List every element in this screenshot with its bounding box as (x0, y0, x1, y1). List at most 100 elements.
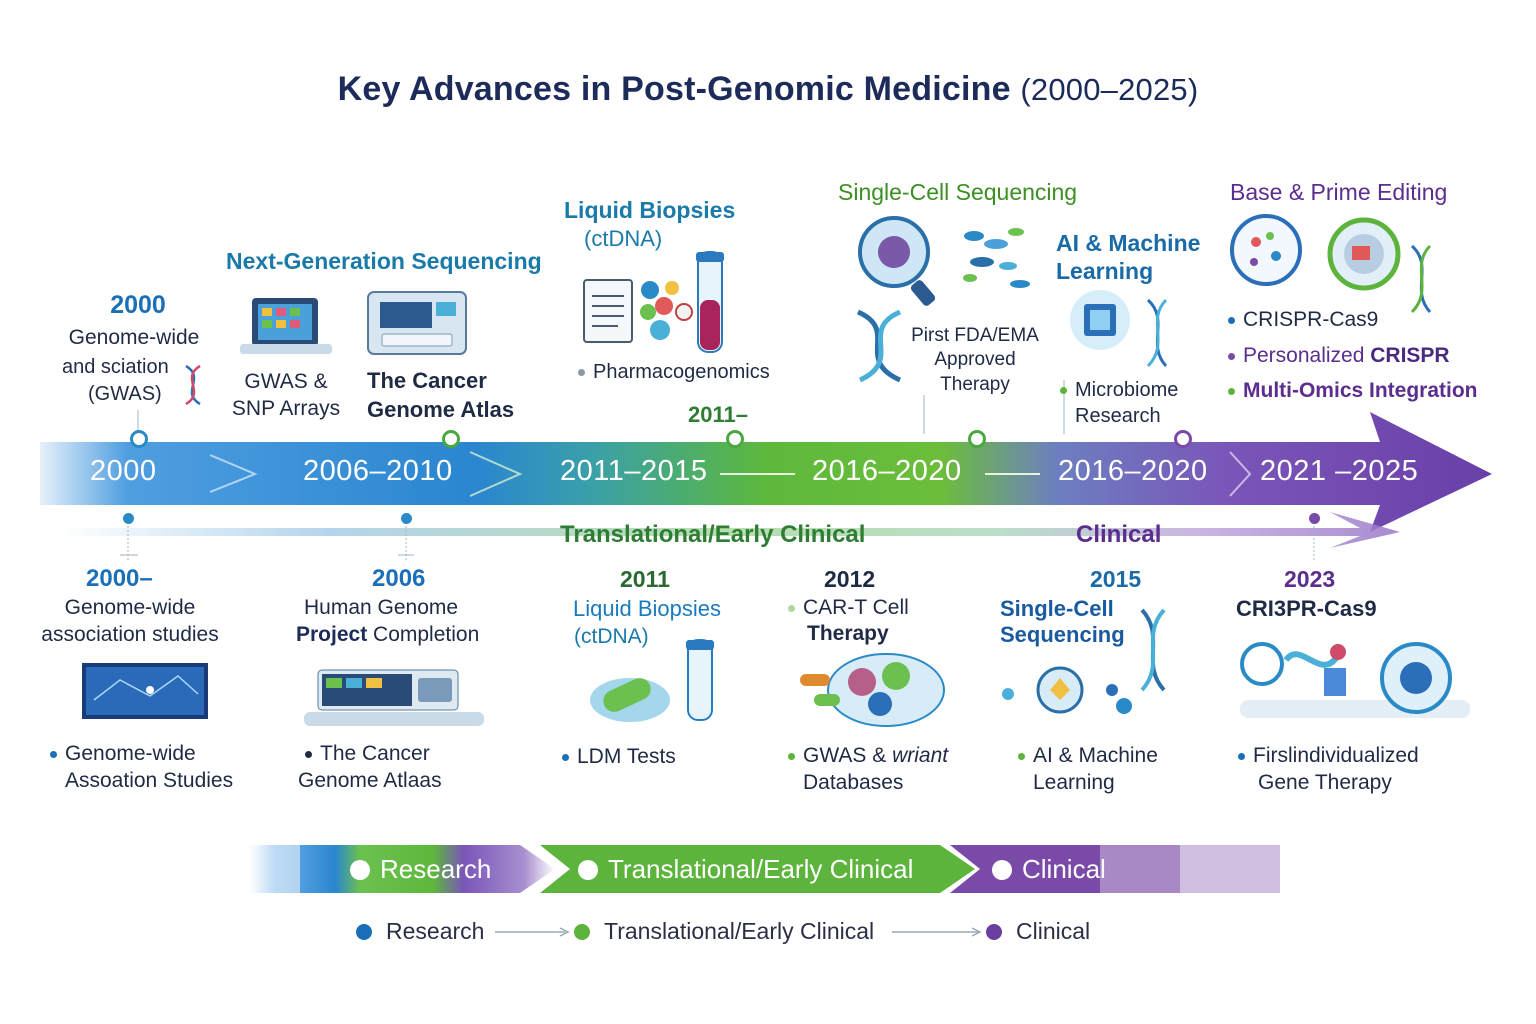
event-bullet-line: The Cancer (320, 742, 430, 765)
event-bullet-line: Databases (803, 771, 904, 795)
event-bullet-line: GWAS & (803, 744, 893, 767)
timeline-node (1174, 430, 1192, 448)
period-label: 2006–2010 (303, 455, 453, 487)
legend-dot (356, 924, 372, 940)
bullet (1228, 352, 1235, 360)
be-list-text: CRISPR (1370, 343, 1450, 367)
be-list-text: CRISPR-Cas9 (1243, 308, 1379, 331)
be-list-text: Personalized (1243, 343, 1371, 367)
event-year: 2012 (824, 566, 876, 592)
event-year: 2011 (620, 566, 670, 592)
event-bullet-line: Gene Therapy (1258, 771, 1392, 795)
timeline-node (1309, 513, 1320, 524)
be-list-text: Multi-Omics Integration (1243, 379, 1478, 403)
event-text-line: Single-Cell (1000, 596, 1114, 621)
circle-icon (578, 860, 598, 880)
band-text: Clinical (1022, 854, 1106, 884)
ai-item-line: Research (1075, 405, 1161, 427)
ai-item: Microbiome Research (1060, 377, 1178, 429)
ngs-item: GWAS & SNP Arrays (226, 368, 346, 423)
lab-workstation-icon (304, 669, 484, 726)
period-label: 2016–2020 (812, 455, 962, 487)
ai-header-line: AI & Machine (1056, 230, 1201, 256)
legend-text: Research (386, 918, 485, 944)
period-label: 2000 (90, 455, 157, 487)
ngs-item-line: The Cancer (367, 368, 487, 393)
gwas-text-line: and sciation (62, 356, 169, 378)
sc-item-line: Therapy (940, 373, 1010, 395)
clipboard-icon (583, 279, 633, 343)
legend-translational: Translational/Early Clinical (574, 918, 874, 945)
bullet (1228, 316, 1235, 324)
band-research-label: Research (350, 854, 491, 885)
bullet (562, 753, 569, 761)
cell-sequencing-icon (1002, 666, 1132, 714)
band-translational (540, 845, 975, 893)
event-bullet-line: LDM Tests (577, 745, 676, 768)
event-text: Single-Cell Sequencing (1000, 596, 1125, 649)
legend-text: Clinical (1016, 918, 1091, 944)
timeline-node (442, 430, 460, 448)
title-main: Key Advances in Post-Genomic Medicine (337, 70, 1011, 108)
band-clinical (950, 845, 1280, 893)
lb-header-sub: (ctDNA) (584, 226, 663, 251)
event-text-line: Sequencing (1000, 622, 1125, 648)
ai-chip-icon (1070, 290, 1130, 350)
bullet (50, 750, 57, 758)
be-list: CRISPR-Cas9 Personalized CRISPR Multi-Om… (1228, 302, 1478, 409)
band-research (250, 845, 555, 893)
sc-item-line: Approved (934, 349, 1016, 371)
band-text: Translational/Early Clinical (608, 854, 914, 884)
network-screen-icon (82, 663, 208, 719)
legend-dot (986, 924, 1002, 940)
event-bullet-line: Firslindividualized (1253, 744, 1419, 767)
magnifier-cell-icon (858, 216, 936, 306)
event-text: Genome-wide association studies (20, 594, 240, 649)
event-year: 2015 (1090, 566, 1142, 592)
event-text-line: CRI3PR-Cas9 (1236, 596, 1377, 621)
circle-icon (350, 860, 370, 880)
event-bullet-italic: wriant (892, 744, 949, 767)
main-timeline-arrow (40, 412, 1492, 532)
gwas-year: 2000 (110, 291, 166, 319)
legend-clinical: Clinical (986, 918, 1090, 945)
gwas-text-line: Genome-wide (68, 326, 200, 349)
bullet (1238, 752, 1245, 760)
ngs-item: The Cancer Genome Atlas (367, 367, 514, 424)
legend-dot (574, 924, 590, 940)
event-bullet: GWAS & wriant Databases (788, 742, 948, 797)
dna-helix-icon (1410, 244, 1432, 314)
event-year: 2000– (86, 565, 153, 592)
ngs-item-line: SNP Arrays (231, 397, 341, 421)
phase-arrow (60, 512, 1400, 548)
event-bullet-line: Genome-wide (65, 742, 196, 765)
event-text-line: association studies (41, 623, 219, 647)
event-text-bold: Project (296, 623, 368, 647)
ai-item-line: Microbiome (1075, 379, 1179, 401)
page-title: Key Advances in Post-Genomic Medicine (2… (0, 70, 1536, 109)
event-text-line: Liquid Biopsies (573, 596, 721, 621)
timeline-node (968, 430, 986, 448)
timeline-node (726, 430, 744, 448)
event-bullet-line: Genome Atlaas (298, 769, 442, 793)
event-bullet: AI & Machine Learning (1018, 742, 1158, 797)
period-label: 2021 –2025 (1260, 455, 1419, 487)
legend-research: Research (356, 918, 484, 945)
event-text: CAR-T Cell Therapy (788, 595, 909, 648)
event-text-line: Therapy (807, 622, 889, 646)
bullet (1018, 752, 1025, 760)
event-text-line: Genome-wide (64, 596, 196, 619)
sc-item-line: Pirst FDA/EMA (911, 325, 1039, 346)
crispr-circle-icon (1230, 214, 1302, 286)
circle-icon (992, 860, 1012, 880)
ai-header-line: Learning (1056, 257, 1154, 284)
be-list-item: CRISPR-Cas9 (1228, 302, 1478, 338)
event-bullet-line: AI & Machine (1033, 744, 1158, 767)
gwas-text-line: (GWAS) (88, 383, 162, 405)
cell-edit-icon (1327, 217, 1401, 291)
event-bullet: Firslindividualized Gene Therapy (1238, 742, 1419, 797)
bullet (578, 369, 585, 377)
event-bullet-line: Assoation Studies (65, 769, 234, 793)
dna-helix-icon (856, 309, 902, 383)
